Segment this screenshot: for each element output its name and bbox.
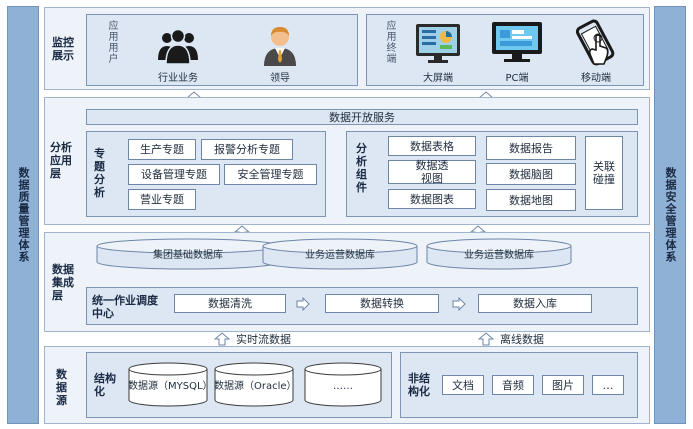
big-screen-label: 大屏端 [423,73,453,84]
data-open-service-bar: 数据开放服务 [86,109,638,125]
component-pivot-chart: 数据透视图 [388,159,476,185]
source-audio: 音频 [492,375,534,395]
monitor-layer-label: 监控展示 [52,36,74,62]
data-security-system-label: 数据安全管理体系 [664,167,677,263]
right-side-pillar: 数据安全管理体系 [654,6,686,424]
source-more: … [592,375,624,395]
topic-alarm-analysis: 报警分析专题 [201,139,293,160]
pc-label: PC端 [505,73,529,84]
more-datasource: …… [304,362,382,408]
structured-label: 结构化 [94,372,116,398]
leader-icon [262,24,298,66]
topic-safety-management: 安全管理专题 [224,164,317,185]
mysql-datasource: 数据源（MYSQL） [128,362,213,408]
mobile-label: 移动端 [581,73,611,84]
analysis-layer-label: 分析应用层 [50,141,72,180]
business-operation-database-2-label: 业务运营数据库 [464,250,534,261]
step-data-loading: 数据入库 [478,294,592,313]
topic-analysis-label: 专题分析 [94,147,105,199]
group-users-icon [156,26,200,66]
integration-layer-label: 数据集成层 [52,263,74,302]
component-correlation-collision: 关联碰撞 [585,136,623,210]
topic-business: 营业专题 [128,189,196,210]
topic-production: 生产专题 [128,139,196,160]
component-data-mindmap: 数据脑图 [486,163,576,185]
mobile-phone-icon [575,18,616,66]
oracle-datasource-label: 数据源（Oracle） [214,381,297,392]
app-users-title: 应用用户 [106,20,117,64]
business-operation-database-1-label: 业务运营数据库 [305,250,375,261]
leader-label: 领导 [270,73,290,84]
big-screen-icon [414,22,462,64]
step-data-cleaning: 数据清洗 [174,294,286,313]
business-operation-database-1: 业务运营数据库 [262,238,418,270]
topic-equipment-management: 设备管理专题 [128,164,220,185]
data-quality-system-label: 数据质量管理体系 [17,167,30,263]
right-arrow-icon [452,296,466,312]
up-arrow-icon [477,331,495,346]
realtime-stream-label: 实时流数据 [236,333,291,346]
left-side-pillar: 数据质量管理体系 [7,6,39,424]
right-arrow-icon [296,296,310,312]
offline-data-label: 离线数据 [500,333,544,346]
industry-business-label: 行业业务 [158,73,198,84]
app-terminals-title: 应用终端 [384,20,395,64]
app-users-panel [86,14,358,86]
group-base-database: 集团基础数据库 [96,238,280,270]
mysql-datasource-label: 数据源（MYSQL） [128,381,213,392]
business-operation-database-2: 业务运营数据库 [426,238,572,270]
component-data-table: 数据表格 [388,136,476,156]
component-data-map: 数据地图 [486,189,576,211]
source-image: 图片 [542,375,584,395]
analysis-components-label: 分析组件 [356,142,367,194]
scheduler-label: 统一作业调度中心 [92,294,158,320]
source-document: 文档 [442,375,484,395]
oracle-datasource: 数据源（Oracle） [214,362,297,408]
component-data-report: 数据报告 [486,136,576,160]
source-layer-label: 数据源 [56,368,67,407]
group-base-database-label: 集团基础数据库 [153,250,223,261]
component-data-chart: 数据图表 [388,189,476,209]
unstructured-label: 非结构化 [408,372,430,398]
up-arrow-icon [213,331,231,346]
more-datasource-label: …… [333,381,353,392]
pc-monitor-icon [490,20,544,64]
step-data-transformation: 数据转换 [325,294,439,313]
